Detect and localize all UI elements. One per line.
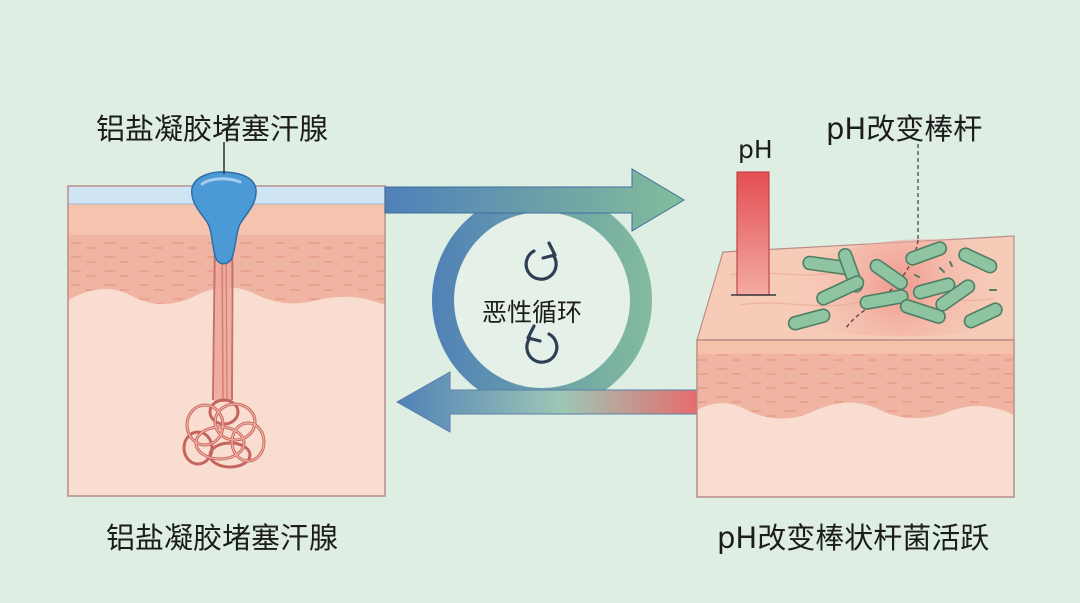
bacterium-rod	[905, 241, 948, 266]
left-panel-top-label: 铝盐凝胶堵塞汗腺	[96, 112, 329, 146]
sweat-gland-coil-highlight	[186, 403, 265, 462]
bacterium-rod	[963, 302, 1003, 329]
right-panel-top-label: pH改变棒杆	[826, 112, 983, 146]
sweat-duct-inner	[221, 244, 224, 401]
ph-indicator-bar	[736, 171, 770, 296]
bacterium-rod	[899, 299, 946, 324]
right-panel-border	[696, 339, 1015, 498]
bacterium-rod	[935, 279, 976, 312]
right-skin-panel	[696, 144, 1015, 498]
cycle-center-label: 恶性循环	[482, 298, 583, 327]
bacteria-specks	[914, 261, 997, 291]
bacterium-rod	[787, 308, 831, 331]
right-panel-caption: pH改变棒状杆菌活跃	[717, 521, 990, 555]
bacterium-rod	[816, 275, 865, 306]
bottom-arrow	[395, 371, 698, 433]
refresh-ccw-icon	[525, 324, 559, 364]
aluminum-gel-plug	[191, 171, 257, 265]
sweat-duct-inner-2	[225, 244, 228, 401]
corynebacteria-rods	[787, 241, 1003, 331]
refresh-cw-icon	[524, 241, 558, 281]
bacterium-rod	[869, 258, 908, 291]
bacterium-rod	[912, 277, 956, 300]
right-dermis-texture	[697, 340, 1014, 419]
left-skin-panel	[67, 142, 386, 497]
gel-highlight	[200, 177, 242, 186]
right-epidermis-front	[697, 340, 1014, 354]
bacterium-rod	[958, 247, 998, 274]
ph-label: pH	[738, 135, 773, 164]
top-arrow	[384, 168, 685, 232]
vicious-cycle-arrows	[384, 168, 698, 433]
bacterium-rod	[859, 289, 909, 310]
left-panel-caption: 铝盐凝胶堵塞汗腺	[106, 521, 339, 555]
